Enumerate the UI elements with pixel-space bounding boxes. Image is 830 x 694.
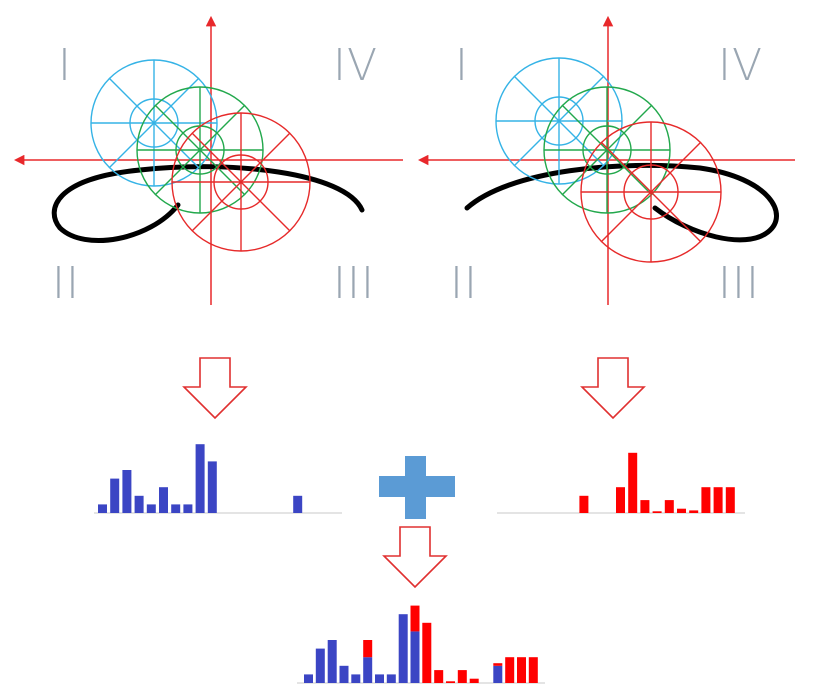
down-arrow-outline-icon — [580, 357, 646, 420]
histogram-bar — [293, 495, 303, 513]
histogram-bar — [616, 487, 625, 513]
quadrant-label-ii-left: II — [52, 258, 80, 309]
plus-icon — [379, 456, 455, 519]
quadrant-label-iv-left: IV — [333, 40, 378, 91]
histogram-bar — [315, 648, 325, 683]
histogram-bar — [159, 487, 168, 513]
histogram-bar — [664, 500, 674, 513]
histogram-bar — [640, 500, 650, 513]
histogram-left — [94, 444, 342, 514]
histogram-bar — [505, 657, 515, 683]
histogram-bar — [652, 511, 662, 513]
histogram-bar — [207, 461, 217, 513]
histogram-bar — [386, 674, 396, 683]
histogram-bar — [701, 487, 711, 513]
histogram-bar — [134, 495, 144, 513]
histogram-bar — [628, 452, 638, 513]
quadrant-label-iii-right: III — [718, 258, 760, 309]
quadrant-label-iv-right: IV — [718, 40, 763, 91]
histogram-bar — [689, 510, 699, 513]
histogram-bar — [146, 504, 156, 513]
histogram-bar — [183, 504, 193, 513]
down-arrow-outline-icon — [382, 526, 448, 589]
histogram-bar — [363, 657, 373, 683]
histogram-bar — [410, 631, 420, 683]
histogram-bar — [434, 670, 444, 683]
histogram-bar — [493, 663, 503, 666]
green-circle-right — [543, 86, 671, 214]
histogram-bar — [493, 665, 503, 683]
histogram-bar — [110, 478, 120, 513]
histogram-bar — [98, 504, 107, 513]
histogram-bar — [677, 508, 686, 513]
histogram-bar — [410, 605, 420, 632]
histogram-bar — [725, 487, 735, 513]
right-panel: I IV II III — [417, 15, 795, 309]
histogram-bar — [171, 504, 181, 513]
histogram-right — [497, 452, 745, 514]
histogram-bar — [363, 640, 373, 658]
quadrant-label-iii-left: III — [333, 258, 375, 309]
histogram-bar — [446, 681, 455, 683]
histogram-bar — [398, 614, 408, 683]
down-arrow-outline-icon — [182, 357, 248, 420]
histogram-bar — [339, 665, 349, 683]
quadrant-label-ii-right: II — [450, 258, 478, 309]
quadrant-label-i-right: I — [455, 40, 469, 91]
quadrant-label-i-left: I — [58, 40, 72, 91]
red-circle-right — [580, 121, 722, 263]
green-circle-left — [136, 86, 264, 214]
red-circle-left — [171, 112, 311, 252]
histogram-bar — [351, 674, 361, 683]
histogram-bar — [457, 670, 467, 683]
histogram-bar — [422, 622, 432, 683]
histogram-bar — [122, 470, 132, 513]
blue-circle-right — [495, 57, 623, 185]
blue-circle-left — [90, 59, 218, 187]
left-panel: I IV II III — [13, 15, 403, 309]
histogram-bar — [579, 495, 589, 513]
histogram-bar — [528, 657, 538, 683]
histogram-bar — [304, 674, 313, 683]
histogram-bar — [517, 657, 526, 683]
histogram-bar — [327, 640, 337, 683]
histogram-bar — [195, 444, 205, 513]
histogram-bar — [375, 674, 384, 683]
curve-right — [464, 162, 779, 243]
curve-left — [51, 164, 365, 243]
histogram-bar — [713, 487, 723, 513]
histogram-bar — [469, 678, 479, 683]
histogram-combined — [297, 605, 545, 684]
